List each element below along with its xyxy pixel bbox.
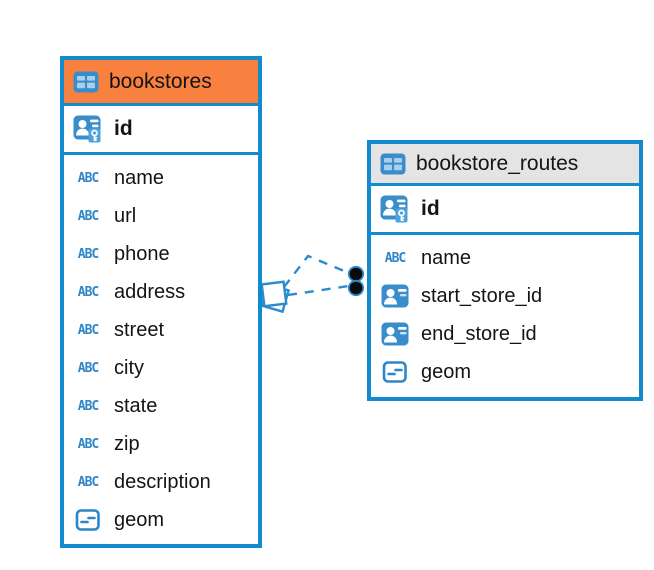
text-icon: ABC xyxy=(77,208,100,224)
column-name: geom xyxy=(114,508,165,531)
column-name: end_store_id xyxy=(421,322,537,345)
column-row-phone[interactable]: ABC phone xyxy=(64,235,258,273)
column-name: description xyxy=(114,470,211,493)
column-row-description[interactable]: ABC description xyxy=(64,463,258,501)
column-row-name[interactable]: ABC name xyxy=(64,159,258,197)
primary-key-section: id xyxy=(64,106,258,155)
column-row-city[interactable]: ABC city xyxy=(64,349,258,387)
column-name: geom xyxy=(421,360,472,383)
table-bookstore-routes[interactable]: bookstore_routes id ABC name start_store_i… xyxy=(367,140,643,401)
primary-key-section: id xyxy=(371,186,639,235)
text-icon: ABC xyxy=(384,250,407,266)
column-row-geom[interactable]: geom xyxy=(371,353,639,391)
reference-icon xyxy=(379,322,411,346)
table-icon xyxy=(379,153,407,175)
text-icon: ABC xyxy=(77,436,100,452)
column-row-id[interactable]: id xyxy=(371,186,639,232)
column-row-name[interactable]: ABC name xyxy=(371,239,639,277)
column-row-state[interactable]: ABC state xyxy=(64,387,258,425)
column-name: id xyxy=(421,197,440,220)
column-name: state xyxy=(114,394,158,417)
relationship-line-upper[interactable] xyxy=(283,254,350,288)
table-icon xyxy=(72,71,100,93)
text-icon: ABC xyxy=(77,246,100,262)
text-icon: ABC xyxy=(77,284,100,300)
column-name: name xyxy=(421,246,472,269)
text-icon: ABC xyxy=(77,360,100,376)
relationship-line[interactable] xyxy=(283,254,350,297)
column-row-address[interactable]: ABC address xyxy=(64,273,258,311)
column-row-id[interactable]: id xyxy=(64,106,258,152)
column-row-end_store_id[interactable]: end_store_id xyxy=(371,315,639,353)
column-row-url[interactable]: ABC url xyxy=(64,197,258,235)
primary-key-icon xyxy=(379,195,411,223)
text-icon: ABC xyxy=(77,474,100,490)
geometry-icon xyxy=(379,360,411,384)
column-name: id xyxy=(114,117,133,140)
table-title: bookstore_routes xyxy=(416,152,579,175)
primary-key-icon xyxy=(72,115,104,143)
relationship-source-marker[interactable] xyxy=(259,280,291,314)
text-icon: ABC xyxy=(77,398,100,414)
column-name: zip xyxy=(114,432,140,455)
table-title: bookstores xyxy=(109,70,212,93)
column-name: name xyxy=(114,166,165,189)
column-name: street xyxy=(114,318,165,341)
column-name: phone xyxy=(114,242,170,265)
relationship-line-lower[interactable] xyxy=(287,284,350,297)
column-name: url xyxy=(114,204,137,227)
column-name: start_store_id xyxy=(421,284,543,307)
geometry-icon xyxy=(72,508,104,532)
table-header[interactable]: bookstores xyxy=(64,60,258,106)
table-header[interactable]: bookstore_routes xyxy=(371,144,639,186)
column-row-geom[interactable]: geom xyxy=(64,501,258,539)
column-row-start_store_id[interactable]: start_store_id xyxy=(371,277,639,315)
column-name: city xyxy=(114,356,144,379)
reference-icon xyxy=(379,284,411,308)
relationship-target-marker[interactable] xyxy=(347,265,365,297)
column-row-street[interactable]: ABC street xyxy=(64,311,258,349)
text-icon: ABC xyxy=(77,322,100,338)
column-name: address xyxy=(114,280,186,303)
text-icon: ABC xyxy=(77,170,100,186)
column-row-zip[interactable]: ABC zip xyxy=(64,425,258,463)
